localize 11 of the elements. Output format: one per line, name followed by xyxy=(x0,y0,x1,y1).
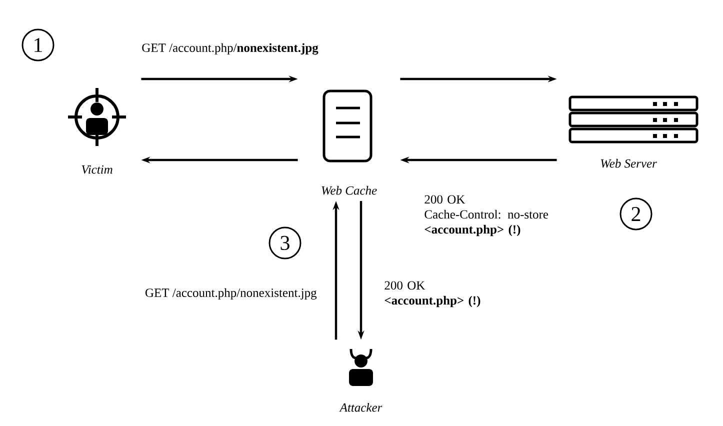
step-number: 2 xyxy=(620,198,652,230)
icon-caption: Attacker xyxy=(339,403,382,412)
step-number: 3 xyxy=(268,226,302,260)
icon-caption: Web Cache xyxy=(322,186,377,195)
step-number: 1 xyxy=(22,28,54,62)
edge-label: GET /account.php/nonexistent.jpg xyxy=(145,288,317,300)
edge-label: 200 OK <account.php> (!) xyxy=(384,281,480,308)
edge-label: GET /account.php/nonexistent.jpg xyxy=(142,43,318,55)
icon-caption: Web Server xyxy=(600,158,657,168)
icon-caption: Victim xyxy=(82,165,112,174)
edge-label: 200 OK Cache-Control: no-store <account.php> (!) xyxy=(424,195,548,236)
